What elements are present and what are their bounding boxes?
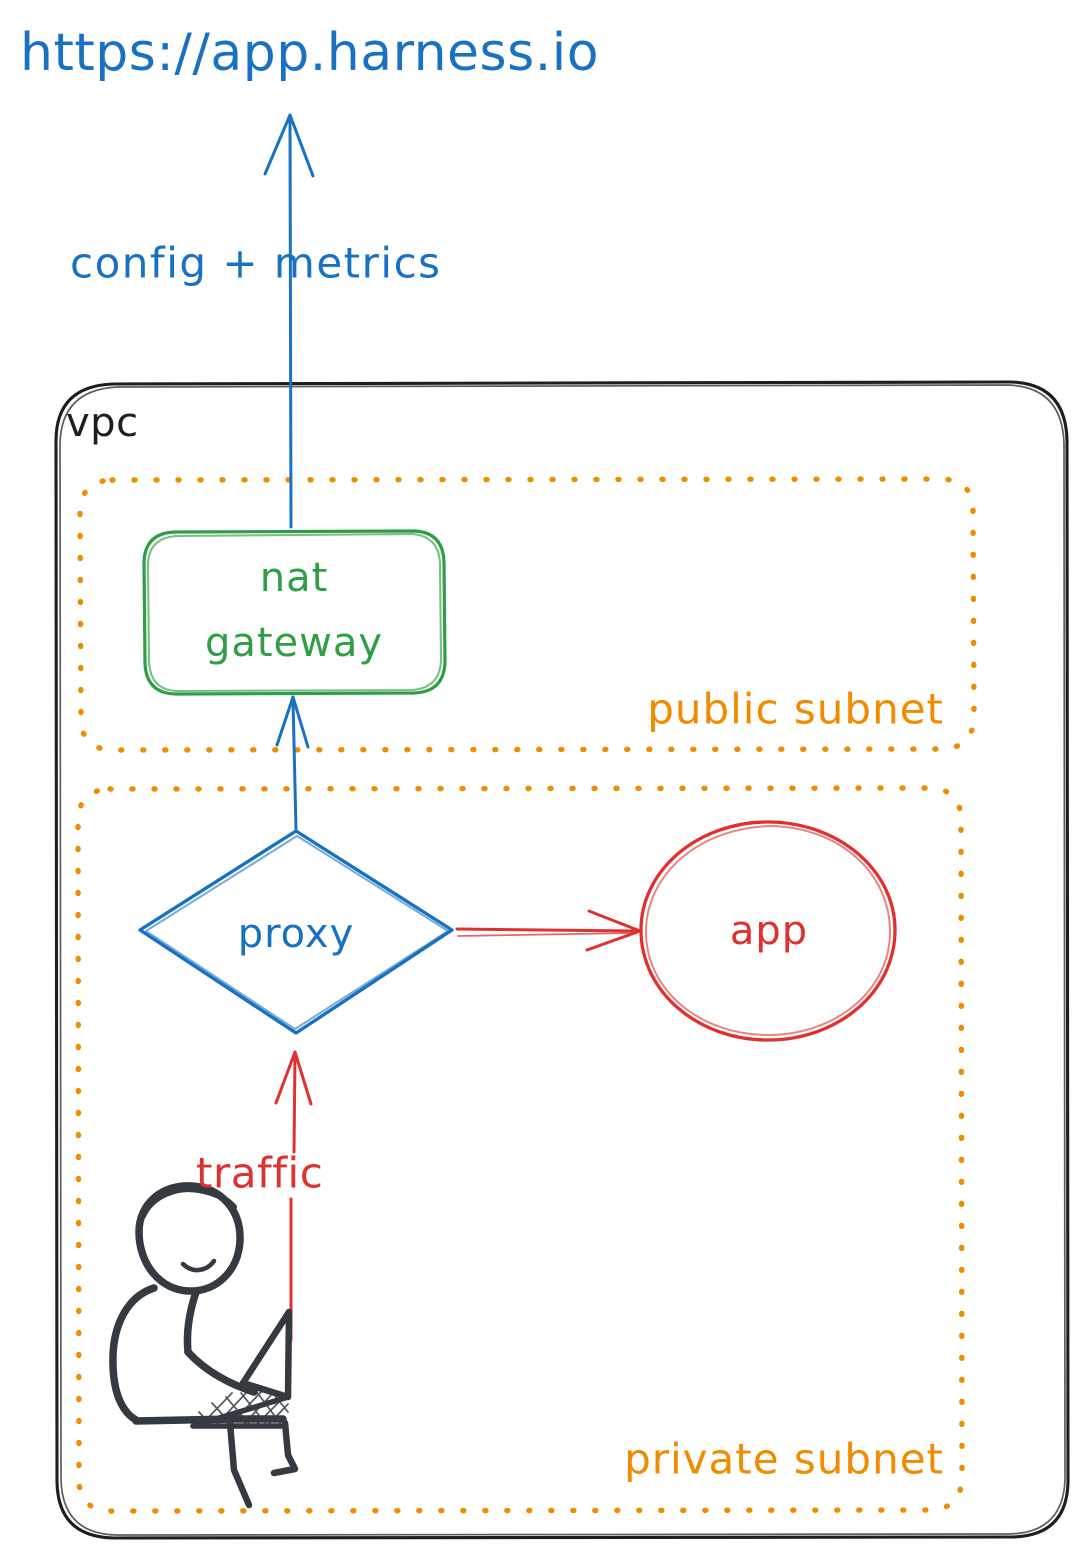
edge-nat-to-internet — [263, 113, 315, 529]
app-node[interactable] — [639, 820, 897, 1042]
vpc-boundary — [54, 380, 1070, 1540]
traffic-label: traffic — [196, 1149, 323, 1198]
nat-gateway-label-line2: gateway — [205, 620, 383, 666]
nat-gateway-node[interactable] — [142, 529, 447, 696]
external-url-label: https://app.harness.io — [20, 23, 599, 83]
edge-proxy-to-app — [455, 909, 642, 952]
vpc-label: vpc — [66, 400, 139, 446]
user-stick-figure-icon — [109, 1182, 299, 1509]
private-subnet-label: private subnet — [624, 1435, 944, 1484]
public-subnet-label: public subnet — [647, 685, 944, 734]
config-metrics-label: config + metrics — [70, 239, 442, 288]
proxy-label: proxy — [238, 911, 355, 957]
nat-gateway-label-line1: nat — [260, 555, 329, 601]
edge-proxy-to-nat — [275, 695, 310, 832]
app-label: app — [730, 908, 808, 954]
proxy-node[interactable] — [138, 829, 454, 1035]
